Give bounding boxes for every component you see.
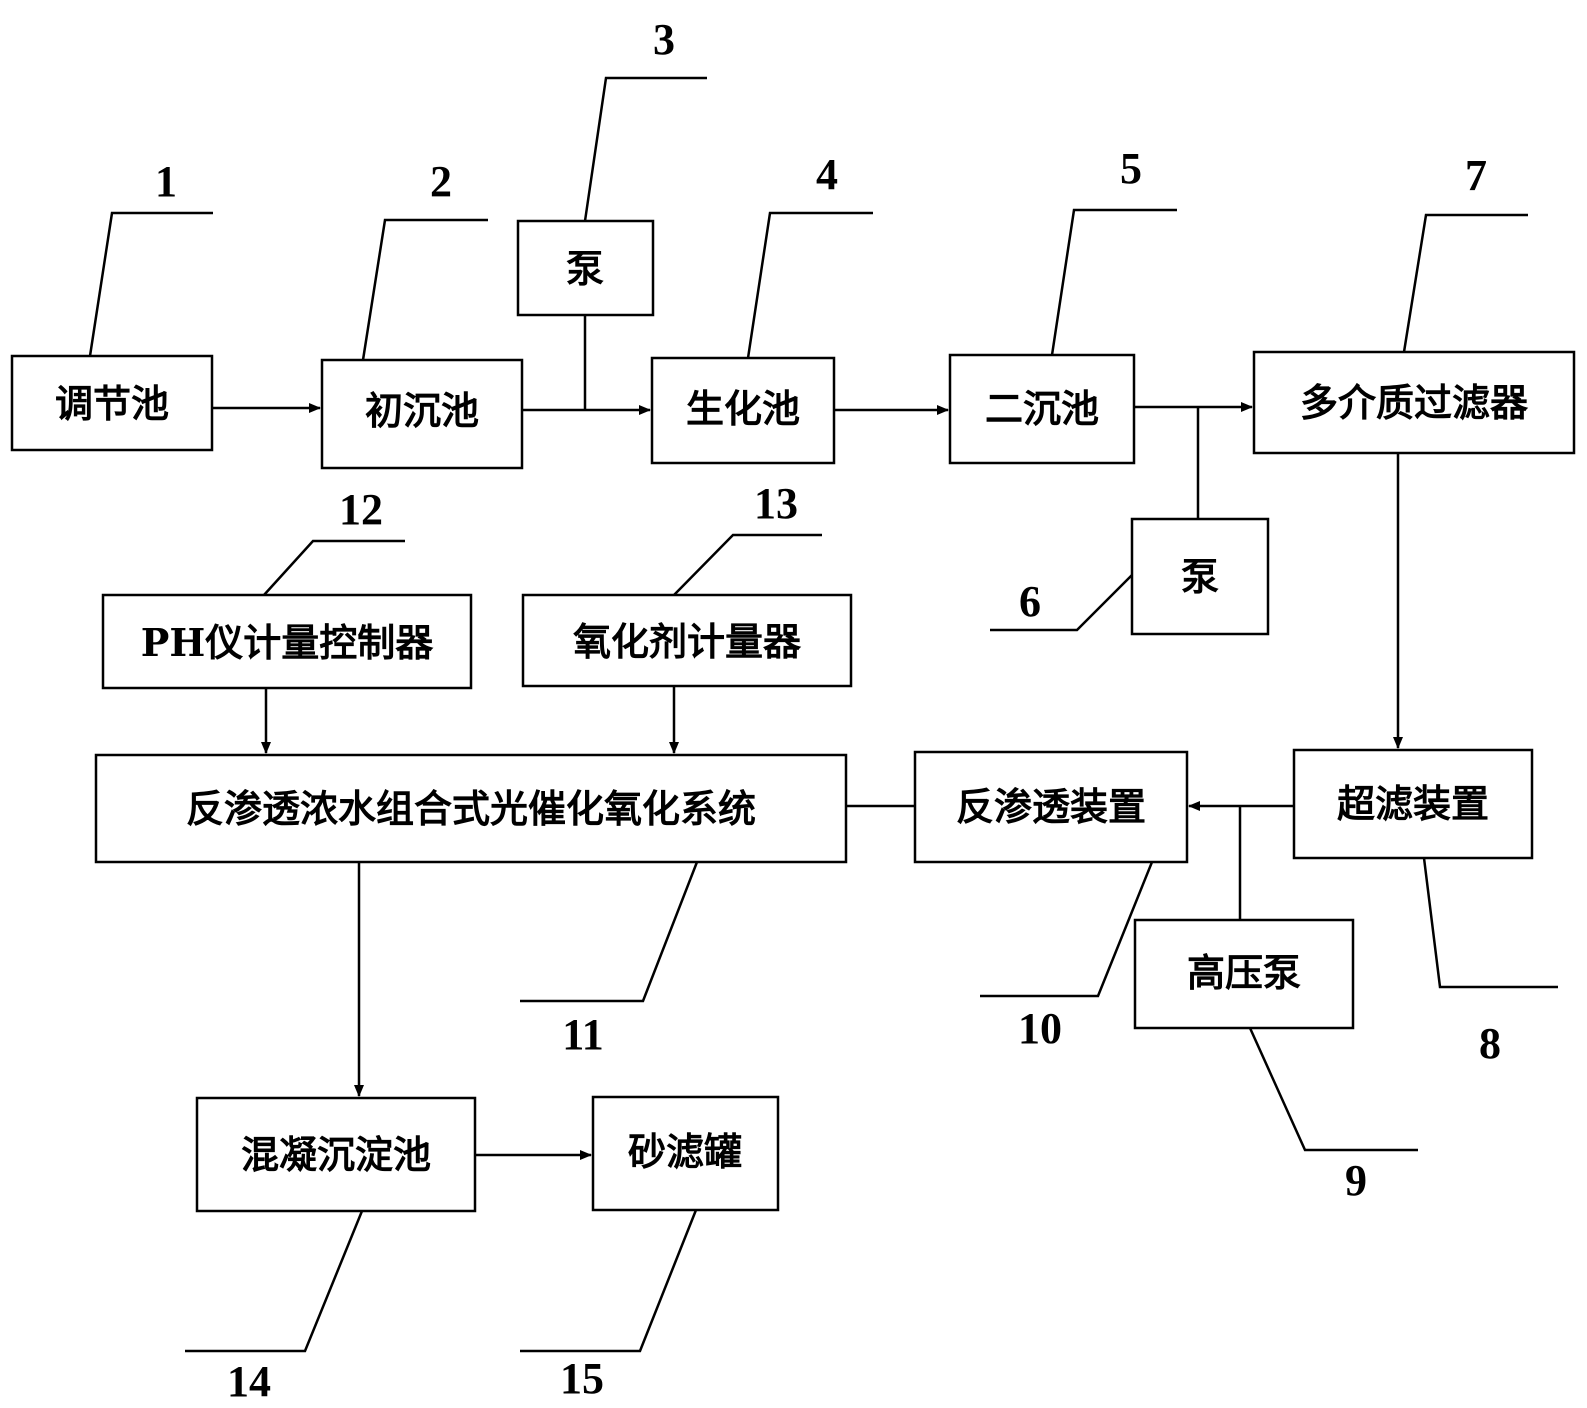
box-coagulation-sedimentation-tank: 混凝沉淀池 [195, 1096, 477, 1213]
label-3: 3 [653, 15, 675, 64]
leader-9 [1248, 1027, 1418, 1152]
box-secondary-settling-tank-label: 二沉池 [985, 386, 1099, 431]
leader-3 [583, 76, 707, 222]
box-primary-settling-tank-label: 初沉池 [365, 388, 479, 433]
box-high-pressure-pump: 高压泵 [1133, 918, 1355, 1030]
leader-15 [520, 1209, 698, 1353]
label-10: 10 [1018, 1004, 1062, 1053]
box-ph-meter-controller: PH仪计量控制器 [101, 593, 473, 690]
box-ultrafiltration-unit-label: 超滤装置 [1337, 781, 1489, 826]
box-high-pressure-pump-label: 高压泵 [1187, 950, 1301, 995]
box-adjusting-tank: 调节池 [10, 354, 214, 452]
box-ultrafiltration-unit: 超滤装置 [1292, 748, 1534, 860]
box-pump-right-label: 泵 [1181, 554, 1219, 599]
label-8: 8 [1479, 1019, 1501, 1068]
label-12: 12 [339, 485, 383, 534]
box-sand-filter-tank: 砂滤罐 [591, 1095, 780, 1212]
leader-11 [520, 861, 699, 1003]
box-pump-right: 泵 [1130, 517, 1270, 636]
box-pump-top: 泵 [516, 219, 655, 317]
leader-7 [1402, 213, 1528, 353]
label-7: 7 [1465, 151, 1487, 200]
box-biochemical-tank: 生化池 [650, 356, 836, 465]
leader-13 [673, 533, 822, 596]
label-14: 14 [227, 1357, 271, 1406]
box-oxidant-meter: 氧化剂计量器 [521, 593, 853, 688]
leader-14 [185, 1210, 364, 1353]
box-biochemical-tank-label: 生化池 [686, 386, 800, 431]
leader-1 [88, 211, 213, 357]
label-4: 4 [816, 150, 838, 199]
label-15: 15 [560, 1354, 604, 1403]
box-sand-filter-tank-label: 砂滤罐 [628, 1129, 742, 1174]
leader-8 [1422, 857, 1558, 989]
label-5: 5 [1120, 144, 1142, 193]
box-reverse-osmosis-unit: 反渗透装置 [913, 750, 1189, 864]
box-multimedia-filter-label: 多介质过滤器 [1300, 380, 1529, 425]
box-reverse-osmosis-unit-label: 反渗透装置 [956, 784, 1146, 829]
leader-12 [263, 539, 405, 596]
leader-10 [980, 861, 1154, 998]
box-primary-settling-tank: 初沉池 [320, 358, 524, 470]
label-11: 11 [562, 1010, 604, 1059]
box-multimedia-filter: 多介质过滤器 [1252, 350, 1576, 455]
label-2: 2 [430, 157, 452, 206]
leader-2 [361, 218, 488, 361]
box-secondary-settling-tank: 二沉池 [948, 353, 1136, 465]
box-pump-top-label: 泵 [566, 246, 604, 291]
box-photocatalytic-oxidation-system: 反渗透浓水组合式光催化氧化系统 [94, 753, 848, 864]
box-oxidant-meter-label: 氧化剂计量器 [573, 619, 802, 664]
box-ph-meter-controller-label: PH仪计量控制器 [141, 620, 434, 665]
box-coagulation-sedimentation-tank-label: 混凝沉淀池 [241, 1132, 431, 1177]
leader-6 [990, 574, 1133, 632]
box-photocatalytic-oxidation-system-label: 反渗透浓水组合式光催化氧化系统 [186, 786, 756, 831]
label-6: 6 [1019, 577, 1041, 626]
box-adjusting-tank-label: 调节池 [55, 381, 169, 426]
label-9: 9 [1345, 1156, 1367, 1205]
label-13: 13 [754, 479, 798, 528]
leader-5 [1050, 208, 1177, 356]
leader-4 [746, 211, 873, 359]
label-1: 1 [155, 157, 177, 206]
